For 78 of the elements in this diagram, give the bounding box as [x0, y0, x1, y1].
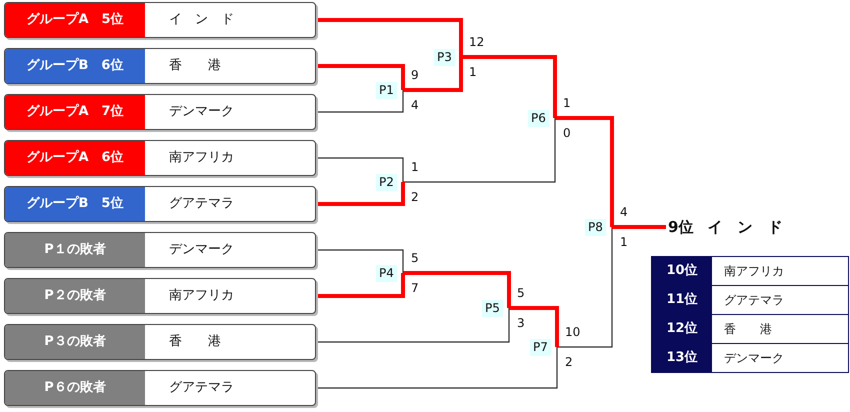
score-label: 2	[565, 355, 573, 369]
match-label: P4	[376, 264, 397, 282]
match-label: P7	[530, 338, 551, 356]
bracket-line	[612, 225, 666, 229]
bracket-line	[403, 118, 556, 183]
team-name: グアテマラ	[168, 195, 234, 213]
score-label: 5	[517, 286, 525, 300]
bracket-line	[557, 227, 613, 348]
match-label: P3	[434, 48, 455, 66]
match-label: P2	[376, 174, 397, 190]
team-name: 香 港	[168, 333, 221, 351]
seed-label: P６の敗者	[5, 371, 145, 405]
team-box	[4, 2, 316, 38]
team-name: 南アフリカ	[168, 287, 234, 305]
team-box	[4, 232, 316, 268]
match-label: P1	[376, 82, 397, 98]
seed-label: P１の敗者	[5, 233, 145, 267]
team-box	[4, 140, 316, 176]
team-cell-text: 南アフリカ	[723, 263, 784, 280]
team-box	[4, 94, 316, 130]
team-name: 南アフリカ	[168, 149, 234, 167]
bracket-line	[315, 273, 405, 298]
bracket-line	[315, 182, 405, 206]
score-label: 1	[411, 160, 419, 174]
team-name: イ ン ド	[707, 218, 782, 236]
team-box	[4, 186, 316, 222]
bracket-line	[315, 308, 510, 343]
bracket-line	[403, 57, 463, 92]
score-label: 9	[411, 68, 419, 82]
score-label: 1	[563, 96, 571, 110]
bracket-line	[315, 249, 404, 273]
seed-label: グループA 6位	[5, 141, 145, 175]
team-name: デンマーク	[168, 241, 234, 259]
bracket-line	[315, 90, 404, 113]
score-label: 2	[411, 190, 419, 204]
match-label: P8	[585, 218, 606, 236]
bracket-line	[315, 157, 404, 182]
team-box	[4, 324, 316, 360]
rank-cell: 11位	[652, 286, 712, 314]
team-cell-text: グアテマラ	[723, 292, 784, 309]
team-cell-text: デンマーク	[723, 350, 784, 367]
team-name: 香 港	[168, 57, 221, 75]
score-label: 4	[620, 205, 628, 219]
score-label: 10	[565, 325, 580, 339]
score-label: 1	[469, 65, 477, 79]
rank-text: 9位	[668, 218, 694, 236]
bracket-line	[403, 271, 511, 308]
team-box	[4, 48, 316, 84]
team-cell-text: 香 港	[723, 321, 772, 338]
score-label: 5	[411, 251, 419, 265]
bracket-line	[315, 18, 463, 57]
score-label: 1	[620, 235, 628, 249]
score-label: 12	[469, 35, 484, 49]
team-box	[4, 370, 316, 406]
score-label: 0	[563, 126, 571, 140]
rank-cell: 10位	[652, 257, 712, 285]
match-label: P6	[528, 110, 549, 126]
seed-label: グループB 6位	[5, 49, 145, 83]
score-label: 4	[411, 98, 419, 112]
rank-cell: 13位	[652, 344, 712, 372]
team-box	[4, 278, 316, 314]
bracket-line	[461, 55, 557, 118]
seed-label: グループB 5位	[5, 187, 145, 221]
score-label: 3	[517, 316, 525, 330]
bracket-line	[555, 116, 614, 227]
team-name: デンマーク	[168, 103, 234, 121]
match-label: P5	[482, 300, 503, 316]
bracket-line	[315, 347, 558, 389]
seed-label: グループA 7位	[5, 95, 145, 129]
rank-cell: 12位	[652, 315, 712, 343]
team-name: イ ン ド	[168, 11, 234, 29]
team-name: グアテマラ	[168, 379, 234, 397]
bracket-line	[315, 64, 405, 90]
score-label: 7	[411, 281, 419, 295]
seed-label: P３の敗者	[5, 325, 145, 359]
seed-label: P２の敗者	[5, 279, 145, 313]
bracket-line	[509, 306, 559, 347]
seed-label: グループA 5位	[5, 3, 145, 37]
